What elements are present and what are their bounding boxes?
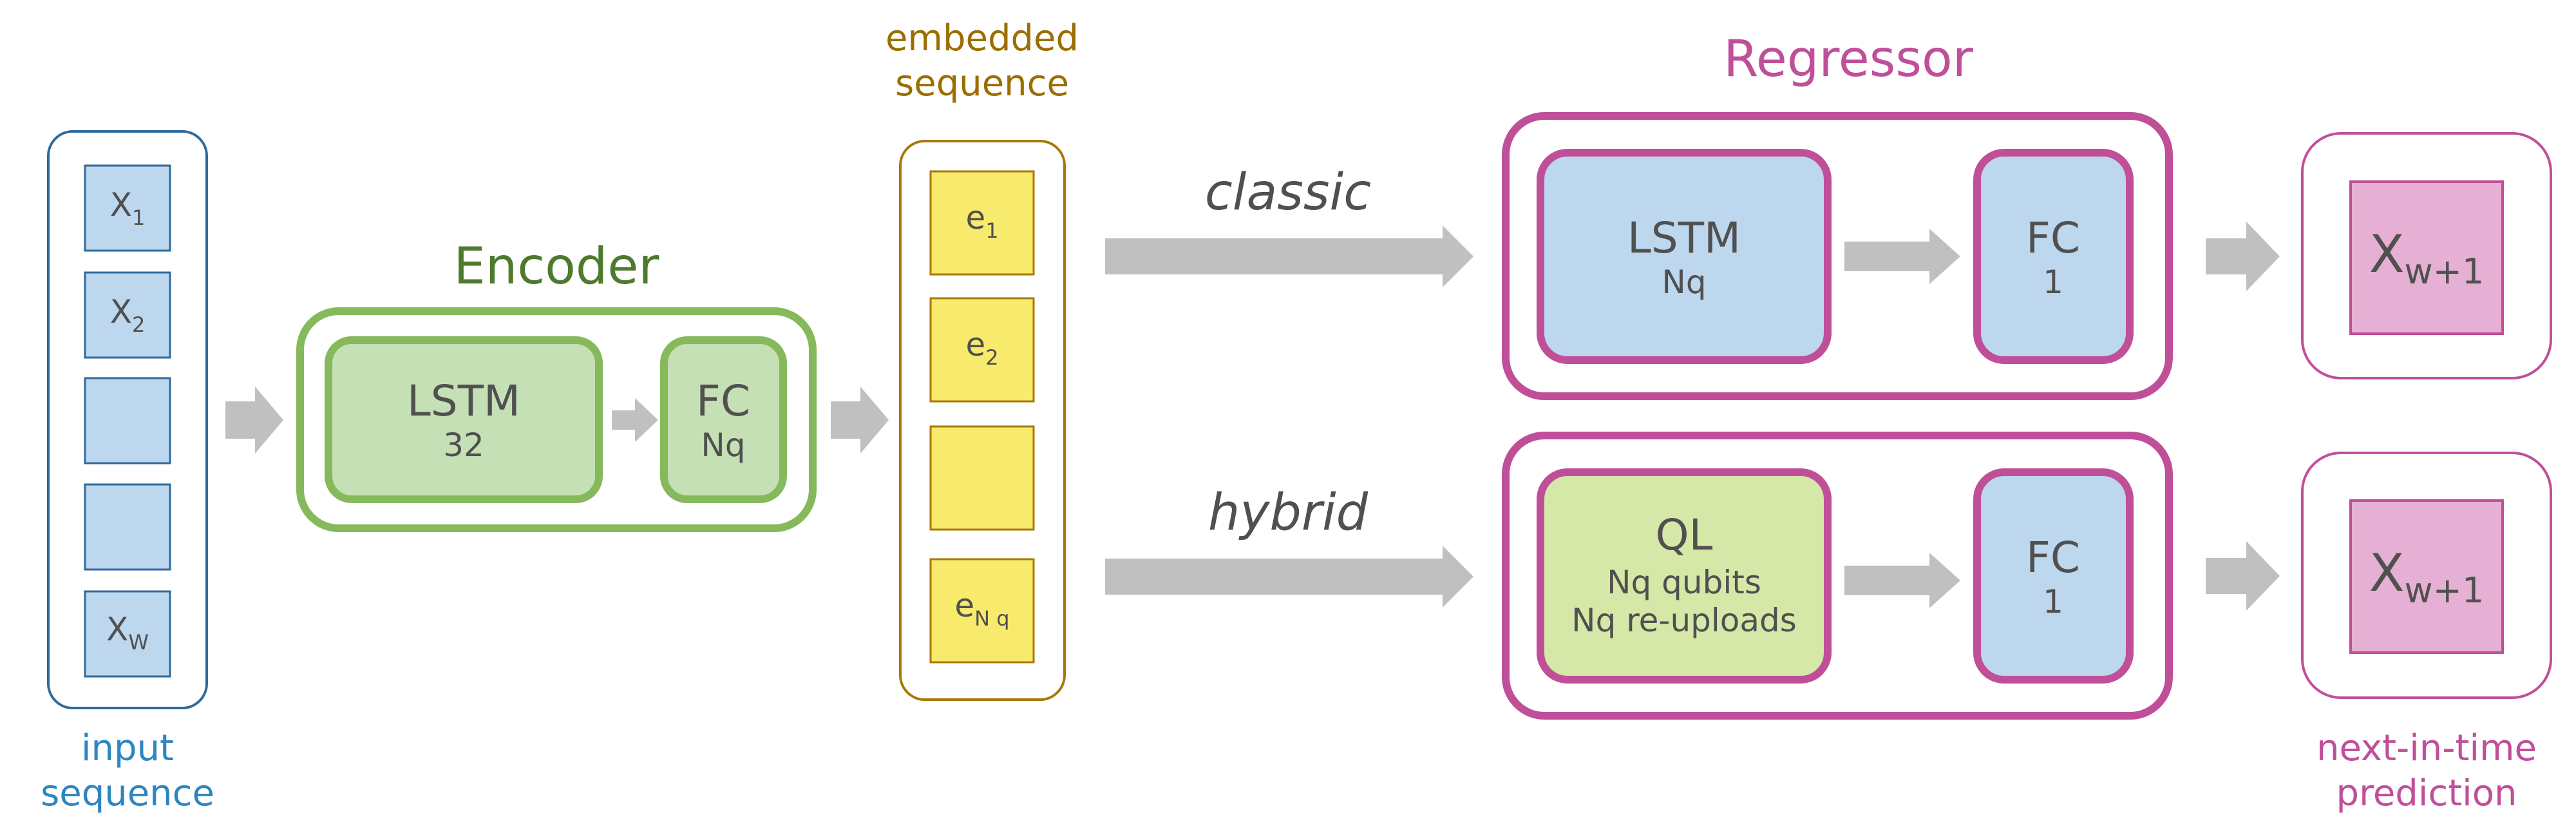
embedded-sequence: embedded sequence e1 e2 eN q — [886, 17, 1079, 701]
encoder-fc-label: FC — [696, 376, 750, 426]
encoder-block: Encoder LSTM 32 FC Nq — [296, 238, 817, 532]
embedded-cell-label: eN q — [954, 587, 1009, 631]
regressor-ql-box — [1537, 468, 1832, 684]
regressor-lstm-label: LSTM — [1627, 213, 1741, 263]
output-cell-label: Xw+1 — [2369, 543, 2485, 611]
output-classic: Xw+1 — [2301, 132, 2552, 379]
flow-arrow — [1844, 229, 1960, 284]
regressor-classic: LSTM Nq FC 1 — [1502, 112, 2173, 400]
encoder-title: Encoder — [454, 238, 660, 296]
regressor-fc-label: FC — [2026, 213, 2080, 263]
input-cell — [84, 164, 171, 252]
flow-arrow — [831, 387, 889, 454]
input-cell — [84, 271, 171, 359]
route-hybrid-label: hybrid — [1208, 484, 1368, 542]
embedded-cell — [929, 170, 1035, 276]
flow-arrow — [225, 387, 283, 454]
embedded-caption: sequence — [895, 62, 1069, 104]
flow-arrow — [1844, 553, 1960, 608]
input-caption: sequence — [41, 772, 214, 814]
input-cell-label: XW — [106, 611, 149, 655]
route-classic-label: classic — [1205, 164, 1371, 222]
output-caption: prediction — [2336, 772, 2517, 814]
regressor-fc-size: 1 — [2043, 263, 2063, 301]
encoder-lstm-size: 32 — [443, 426, 484, 464]
embedded-cell-label: e1 — [965, 199, 998, 243]
input-cell-label: X1 — [110, 186, 146, 230]
flow-arrow — [2206, 222, 2280, 291]
encoder-lstm-label: LSTM — [407, 376, 520, 426]
embedded-cell-label: e2 — [965, 326, 998, 370]
encoder-fc-size: Nq — [701, 426, 745, 464]
regressor-lstm-size: Nq — [1662, 263, 1706, 301]
encoder-lstm-box — [325, 336, 603, 503]
input-cell — [84, 377, 171, 464]
regressor-ql-qubits: Nq qubits — [1607, 564, 1761, 601]
regressor-fc-label: FC — [2026, 533, 2080, 582]
regressor-fc-box — [1973, 468, 2134, 684]
regressor-fc-size: 1 — [2043, 583, 2063, 620]
route-hybrid: hybrid — [1105, 484, 1473, 608]
embedded-cell — [929, 425, 1035, 531]
input-sequence: X1 X2 XW input sequence — [41, 130, 214, 814]
embedded-cell — [929, 297, 1035, 403]
regressor-title: Regressor — [1723, 30, 1974, 88]
regressor-ql-label: QL — [1656, 510, 1713, 560]
output-cell — [2349, 499, 2504, 654]
embedded-cell — [929, 558, 1035, 664]
encoder-fc-box — [660, 336, 787, 503]
output-cell-label: Xw+1 — [2369, 224, 2485, 292]
regressor-ql-reuploads: Nq re-uploads — [1571, 602, 1797, 639]
regressor-lstm-box — [1537, 149, 1832, 364]
flow-arrow — [1105, 225, 1473, 287]
flow-arrow — [612, 398, 658, 442]
output-hybrid: Xw+1 — [2301, 452, 2552, 699]
regressor-fc-box — [1973, 149, 2134, 364]
output-cell — [2349, 180, 2504, 335]
regressor-hybrid: QL Nq qubits Nq re-uploads FC 1 — [1502, 432, 2173, 720]
embedded-caption: embedded — [886, 17, 1079, 59]
route-classic: classic — [1105, 164, 1473, 287]
input-cell — [84, 483, 171, 571]
flow-arrow — [2206, 541, 2280, 611]
input-cell-label: X2 — [110, 293, 146, 337]
input-caption: input — [81, 727, 174, 769]
output-caption: next-in-time — [2316, 727, 2537, 769]
input-cell — [84, 590, 171, 678]
flow-arrow — [1105, 546, 1473, 608]
